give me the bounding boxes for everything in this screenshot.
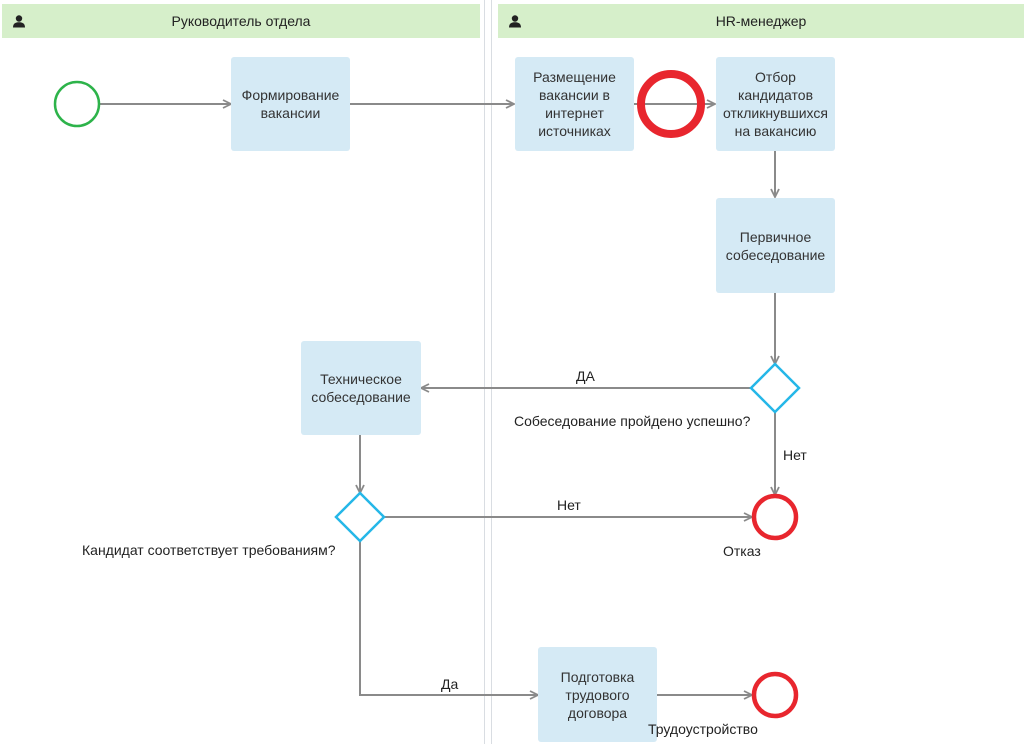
lane-header-department-head: Руководитель отдела (2, 4, 480, 38)
flow-label-yes: Да (441, 676, 459, 692)
gateway-interview-passed (749, 362, 801, 414)
end-label-refusal: Отказ (723, 543, 761, 559)
end-event-hired (751, 671, 799, 719)
highlight-marker (637, 70, 705, 138)
user-icon (13, 15, 25, 28)
task-vacancy-formation: Формирование вакансии (231, 57, 350, 151)
flow-label-yes-caps: ДА (576, 368, 595, 384)
task-candidate-selection: Отбор кандидатов откликнувшихся на вакан… (716, 57, 835, 151)
flow-gateway-yes-to-contract (359, 541, 538, 695)
flow-label-no: Нет (557, 497, 581, 513)
gateway-candidate-fits (334, 491, 386, 543)
lane-header-hr-manager: HR-менеджер (498, 4, 1024, 38)
task-primary-interview: Первичное собеседование (716, 198, 835, 293)
lane-title: HR-менеджер (715, 13, 807, 29)
lane-separator (491, 0, 492, 744)
lane-separator (484, 0, 485, 744)
task-vacancy-posting: Размещение вакансии в интернет источника… (515, 57, 634, 151)
gateway-label-interview: Собеседование пройдено успешно? (514, 413, 751, 429)
start-event (53, 80, 101, 128)
user-icon (509, 15, 521, 28)
lane-title: Руководитель отдела (171, 13, 311, 29)
end-label-hired: Трудоустройство (648, 721, 758, 737)
task-technical-interview: Техническое собеседование (301, 341, 421, 435)
end-event-refusal (751, 493, 799, 541)
task-contract-preparation: Подготовка трудового договора (538, 647, 657, 742)
flow-label-no: Нет (783, 447, 807, 463)
gateway-label-candidate: Кандидат соответствует требованиям? (82, 542, 336, 558)
